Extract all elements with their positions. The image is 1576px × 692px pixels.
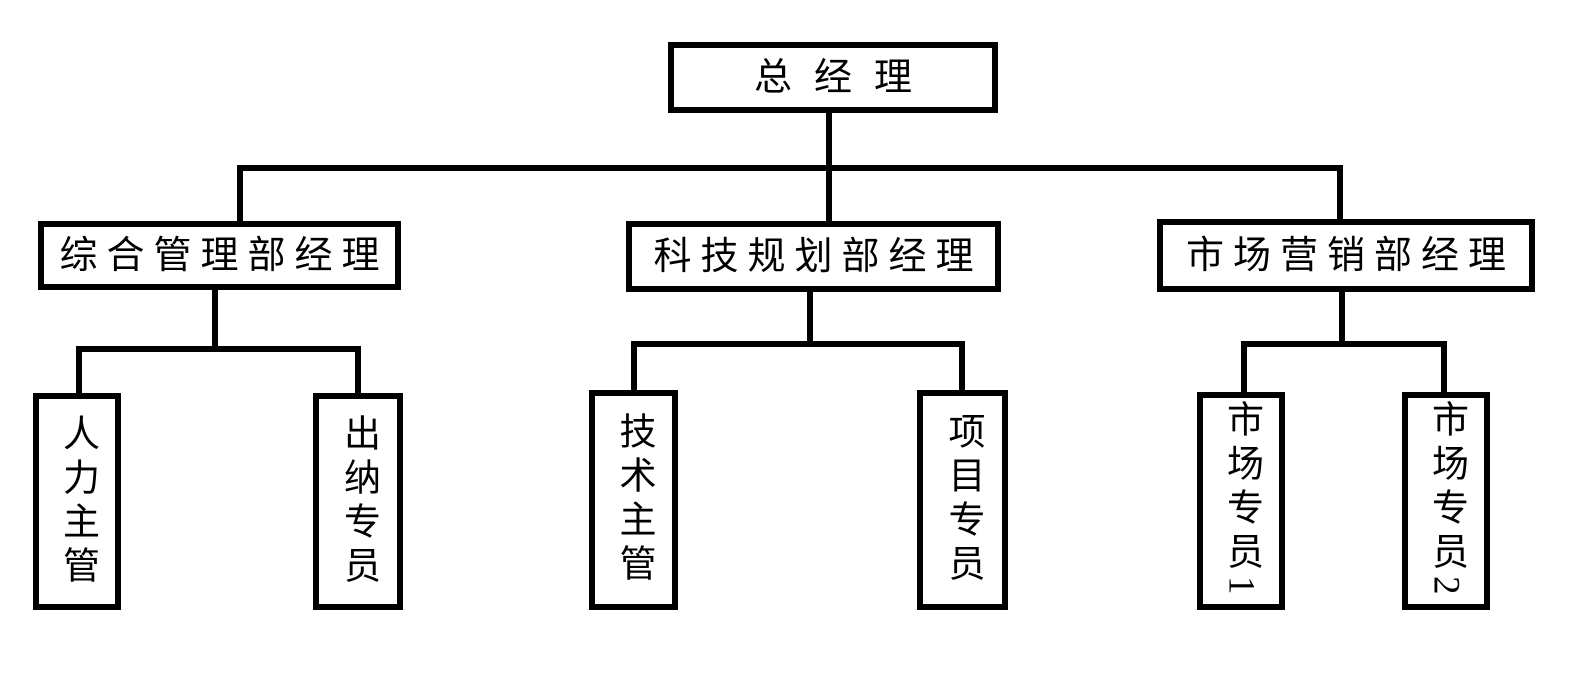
org-node-general-admin-dept-manager: 综合管理部经理: [38, 221, 401, 290]
connector-dept3-drop: [1339, 290, 1345, 345]
org-node-label: 出纳专员: [337, 413, 379, 590]
org-node-label: 总经理: [753, 56, 934, 99]
org-node-market-specialist-1: 市场专员1: [1197, 392, 1285, 610]
org-node-general-manager: 总经理: [668, 42, 998, 113]
connector-level2-spine: [237, 165, 1343, 171]
org-node-project-specialist: 项目专员: [917, 390, 1008, 610]
org-node-tech-planning-dept-manager: 科技规划部经理: [626, 221, 1001, 292]
connector-leaf-hr-drop: [76, 346, 82, 393]
org-node-label: 项目专员: [942, 412, 983, 588]
org-node-market-specialist-2: 市场专员2: [1402, 392, 1490, 610]
org-node-label: 市场专员2: [1425, 400, 1467, 602]
connector-leaf-tech-drop: [631, 341, 637, 390]
connector-dept1-children-spine: [76, 346, 361, 352]
org-node-label: 人力主管: [56, 413, 98, 590]
org-node-label: 市场营销部经理: [1185, 234, 1515, 277]
org-node-marketing-dept-manager: 市场营销部经理: [1157, 219, 1535, 292]
connector-dept3-children-spine: [1241, 341, 1447, 347]
org-node-hr-supervisor: 人力主管: [33, 393, 121, 610]
org-node-technical-supervisor: 技术主管: [589, 390, 678, 610]
connector-leaf-market2-drop: [1441, 341, 1447, 392]
org-node-label: 综合管理部经理: [59, 234, 389, 277]
connector-dept2-drop: [807, 290, 813, 345]
org-node-label: 科技规划部经理: [653, 235, 983, 278]
connector-dept1-drop: [212, 288, 218, 350]
connector-dept3-riser: [1337, 165, 1343, 220]
org-node-label: 市场专员1: [1220, 400, 1262, 602]
org-node-cashier-specialist: 出纳专员: [313, 393, 403, 610]
connector-leaf-market1-drop: [1241, 341, 1247, 392]
org-node-label: 技术主管: [613, 412, 654, 588]
connector-leaf-project-drop: [959, 341, 965, 390]
connector-leaf-cashier-drop: [355, 346, 361, 393]
connector-dept2-children-spine: [631, 341, 965, 347]
connector-dept1-riser: [237, 165, 243, 222]
